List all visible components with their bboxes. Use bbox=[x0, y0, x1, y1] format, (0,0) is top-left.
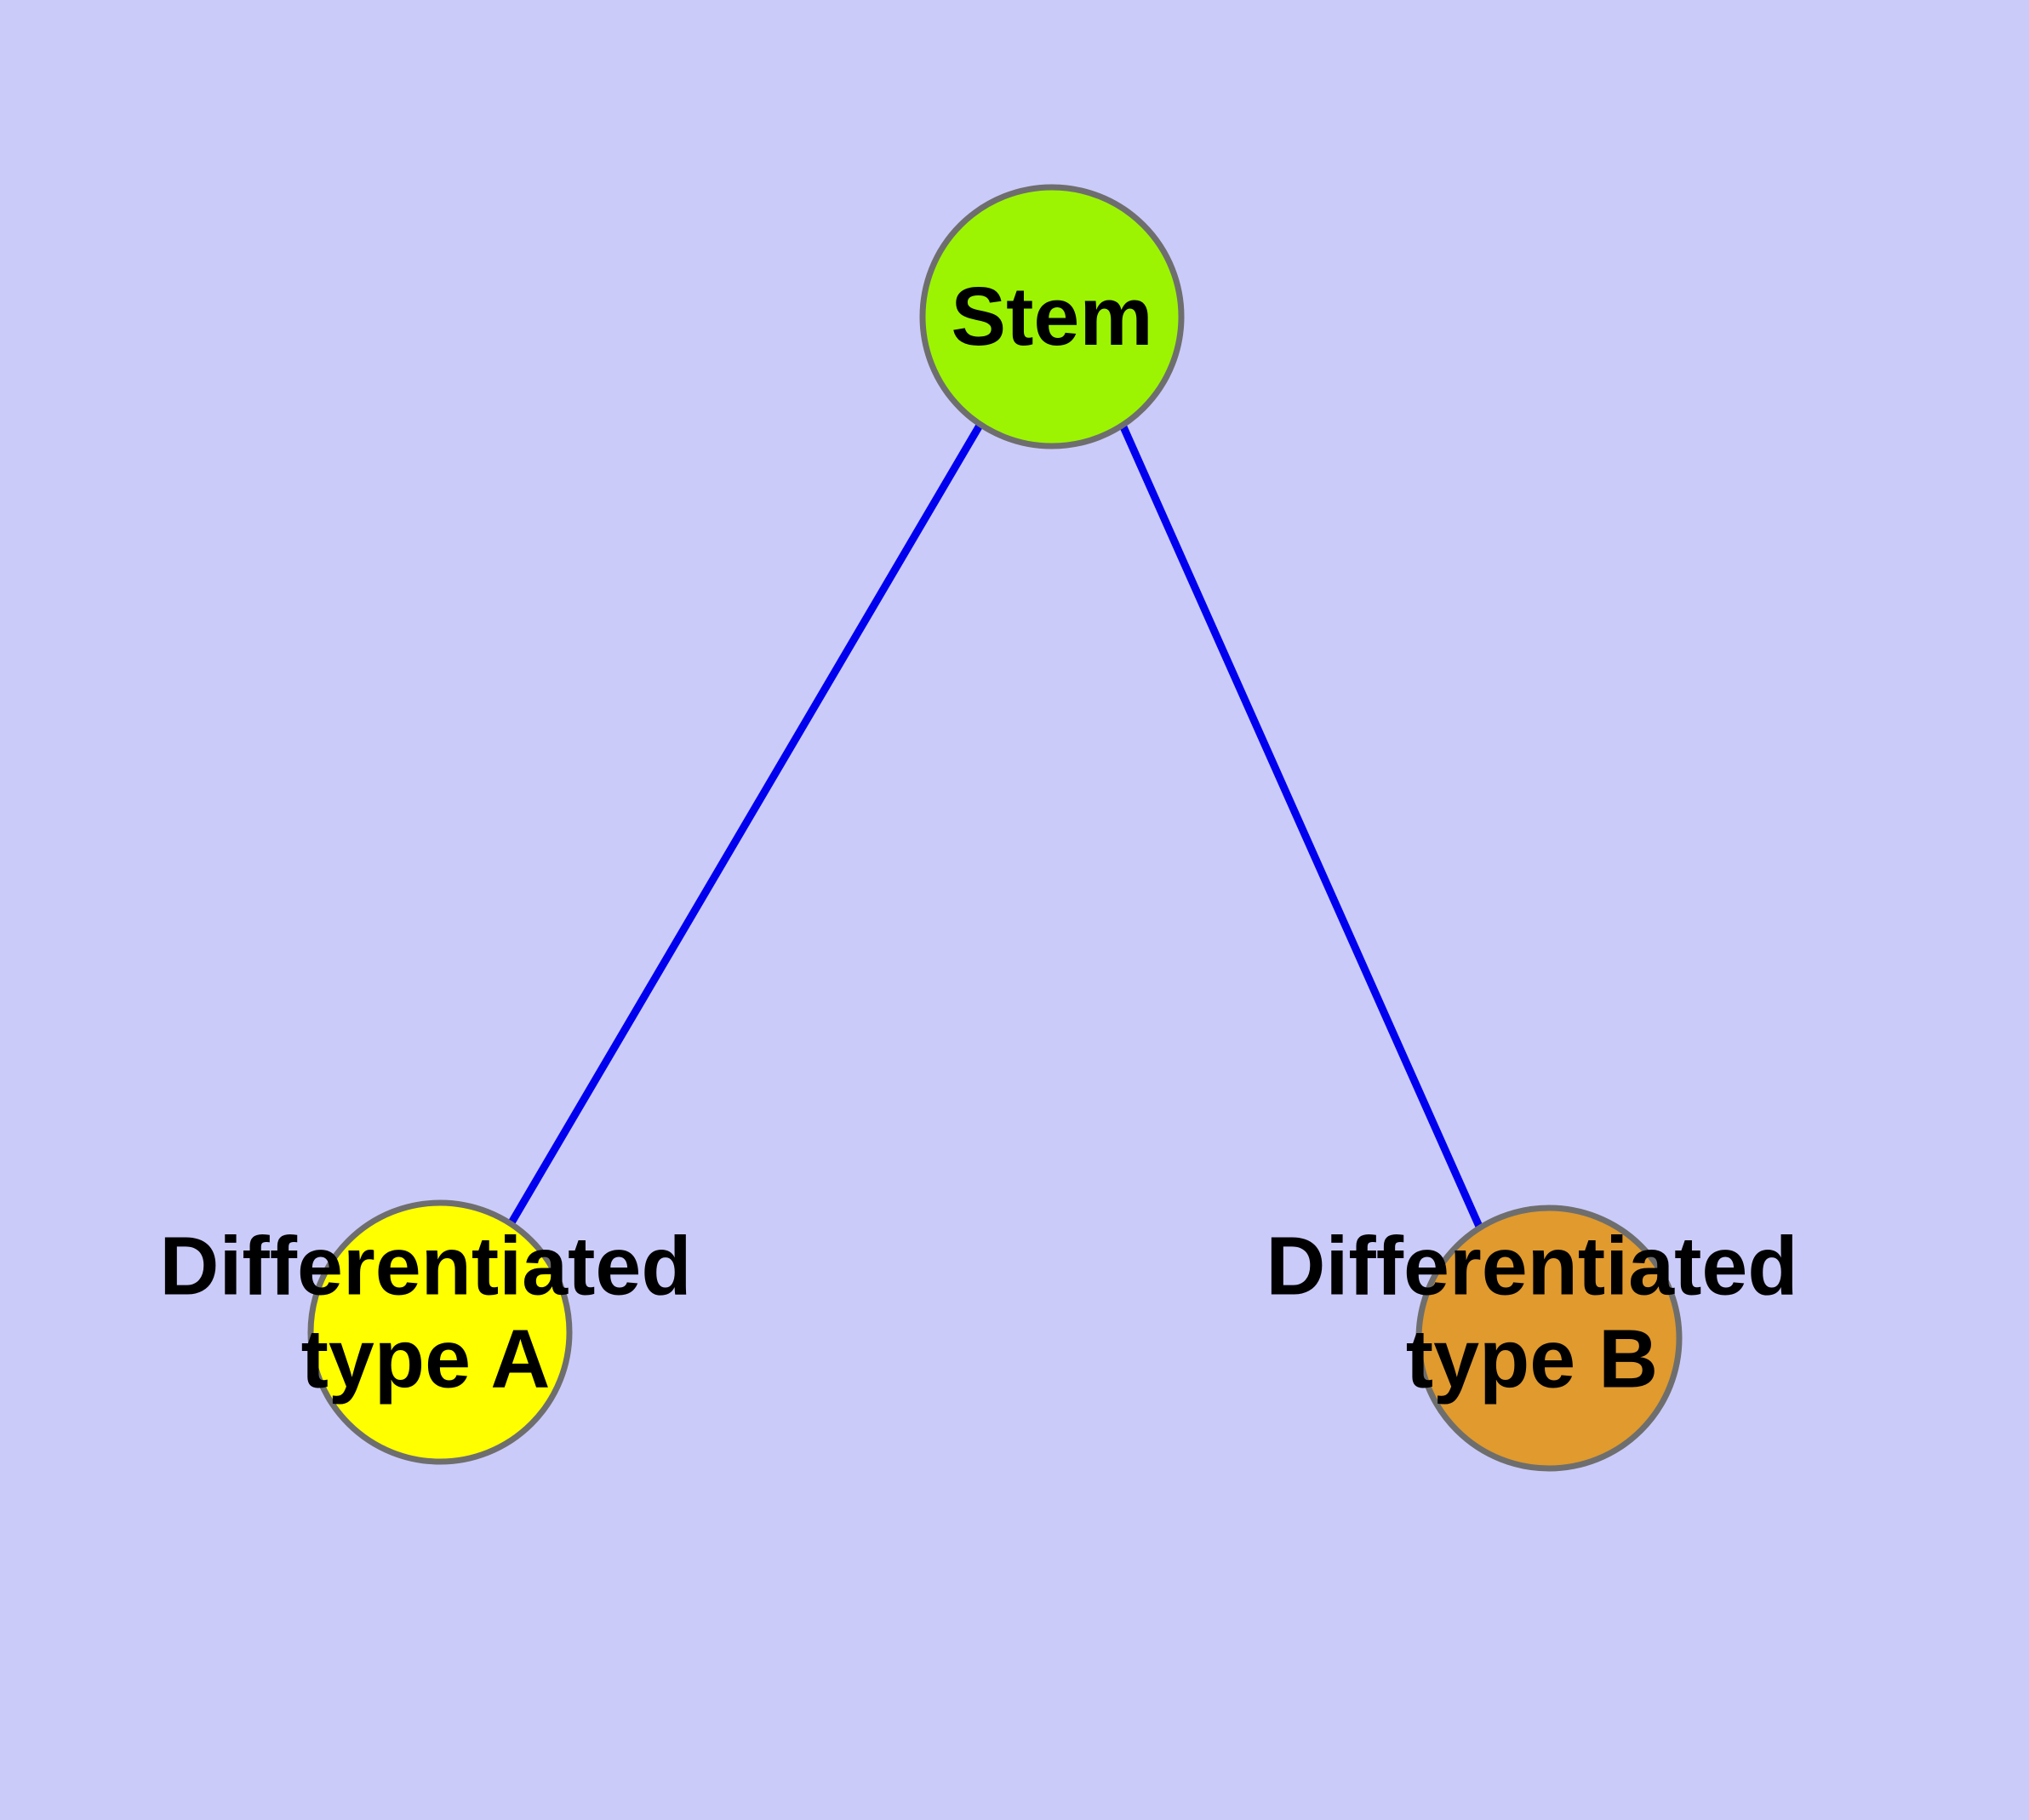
node-label-line: type B bbox=[1406, 1312, 1658, 1405]
node-type-a-circle[interactable] bbox=[307, 1199, 573, 1465]
node-stem[interactable]: Stem bbox=[919, 184, 1185, 449]
edges-layer bbox=[507, 421, 1484, 1230]
node-label-line: Differentiated bbox=[1266, 1219, 1798, 1312]
node-stem-label: Stem bbox=[951, 270, 1152, 363]
node-label-line: Stem bbox=[951, 270, 1152, 363]
edge-stem-to-type-a[interactable] bbox=[507, 421, 984, 1227]
node-type-b-circle[interactable] bbox=[1415, 1205, 1683, 1472]
node-label-line: Differentiated bbox=[159, 1219, 691, 1312]
node-label-line: type A bbox=[301, 1312, 551, 1405]
node-stem-circle[interactable] bbox=[919, 184, 1185, 449]
edge-stem-to-type-b[interactable] bbox=[1117, 421, 1484, 1230]
